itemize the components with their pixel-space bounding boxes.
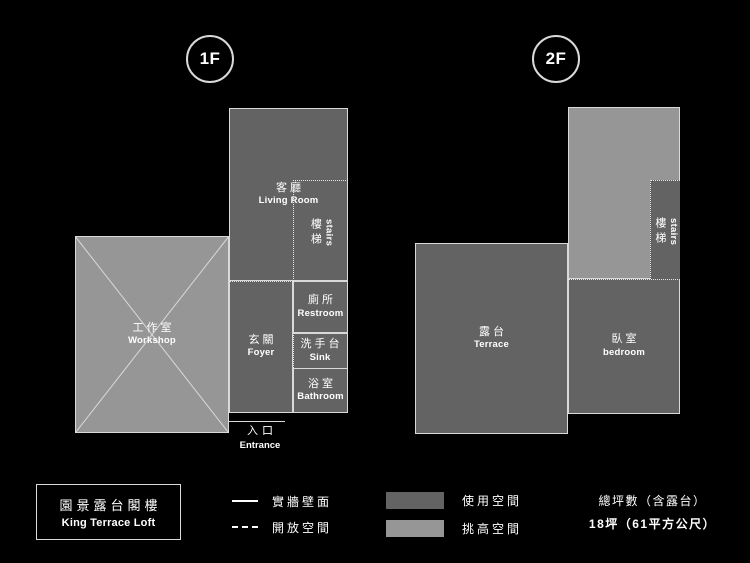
room-stairs-1f: 樓梯 stairs [293, 180, 348, 281]
room-stairs-2f: 樓梯 stairs [650, 180, 680, 279]
legend-item-open-space-label: 開放空間 [272, 520, 333, 535]
room-bathroom-zh: 浴室 [308, 377, 336, 390]
room-stairs-2f-en: stairs [667, 218, 679, 246]
room-stairs-1f-zh: 樓梯 [309, 217, 322, 248]
room-terrace: 露台 Terrace [415, 243, 568, 434]
usable-space-swatch-icon [386, 491, 444, 509]
plan-title-box: 園景露台閣樓 King Terrace Loft [36, 484, 181, 540]
plan-title-zh: 園景露台閣樓 [59, 498, 162, 513]
legend-item-usable-space: 使用空間 [386, 486, 566, 514]
floor-badge-2f-label: 2F [545, 49, 567, 68]
room-workshop: 工作室 Workshop [75, 236, 229, 433]
room-stairs-1f-en: stairs [323, 219, 335, 247]
dashed-line-swatch-icon [232, 526, 258, 528]
legend-line-styles: 實牆壁面 開放空間 [232, 488, 392, 540]
total-area-line2: 18坪（61平方公尺） [588, 516, 717, 531]
room-restroom-en: Restroom [297, 307, 344, 319]
entrance-caption-zh: 入口 [247, 425, 277, 437]
room-stairs-2f-zh: 樓梯 [653, 216, 666, 247]
room-bathroom: 浴室 Bathroom [293, 368, 348, 413]
legend-item-double-height-label: 挑高空間 [462, 521, 523, 536]
room-foyer: 玄關 Foyer [229, 281, 293, 413]
floor-badge-2f: 2F [532, 35, 580, 83]
legend-item-solid-wall: 實牆壁面 [232, 488, 392, 514]
room-terrace-zh: 露台 [479, 325, 507, 338]
room-sink-zh: 洗手台 [300, 338, 343, 351]
bedroom-open-edge [568, 279, 680, 280]
room-bedroom: 臥室 bedroom [568, 279, 680, 414]
room-foyer-en: Foyer [247, 347, 275, 359]
sink-open-edge [293, 333, 294, 368]
room-bedroom-zh: 臥室 [611, 333, 640, 346]
room-sink: 洗手台 Sink [293, 333, 348, 368]
legend-item-solid-wall-label: 實牆壁面 [272, 494, 333, 509]
legend-item-usable-space-label: 使用空間 [462, 493, 523, 508]
floor-badge-1f: 1F [186, 35, 234, 83]
room-sink-en: Sink [309, 351, 331, 363]
room-workshop-en: Workshop [128, 335, 176, 347]
solid-line-swatch-icon [232, 500, 258, 502]
double-height-swatch-icon [386, 519, 444, 537]
room-bedroom-en: bedroom [602, 346, 646, 358]
room-living-room-en: Living Room [258, 195, 319, 207]
room-restroom-zh: 廁所 [308, 294, 336, 307]
foyer-open-edge [229, 281, 293, 282]
room-bathroom-en: Bathroom [297, 391, 344, 403]
room-terrace-en: Terrace [473, 339, 510, 351]
total-area-line1: 總坪數（含露台） [598, 494, 707, 508]
total-area-note: 總坪數（含露台） 18坪（61平方公尺） [570, 490, 735, 536]
room-living-room: 客廳 Living Room [229, 108, 348, 281]
room-restroom: 廁所 Restroom [293, 281, 348, 333]
entrance-caption-en: Entrance [239, 440, 281, 451]
entrance-caption: 入口 Entrance [228, 422, 292, 451]
room-workshop-zh: 工作室 [132, 321, 175, 334]
legend-fill-styles: 使用空間 挑高空間 [386, 486, 566, 542]
room-living-room-zh: 客廳 [276, 181, 304, 194]
plan-title-en: King Terrace Loft [61, 517, 156, 529]
legend-item-double-height: 挑高空間 [386, 514, 566, 542]
legend-item-open-space: 開放空間 [232, 514, 392, 540]
entrance-marker-line [229, 421, 285, 422]
room-foyer-zh: 玄關 [248, 333, 277, 346]
floor-badge-1f-label: 1F [199, 49, 221, 68]
